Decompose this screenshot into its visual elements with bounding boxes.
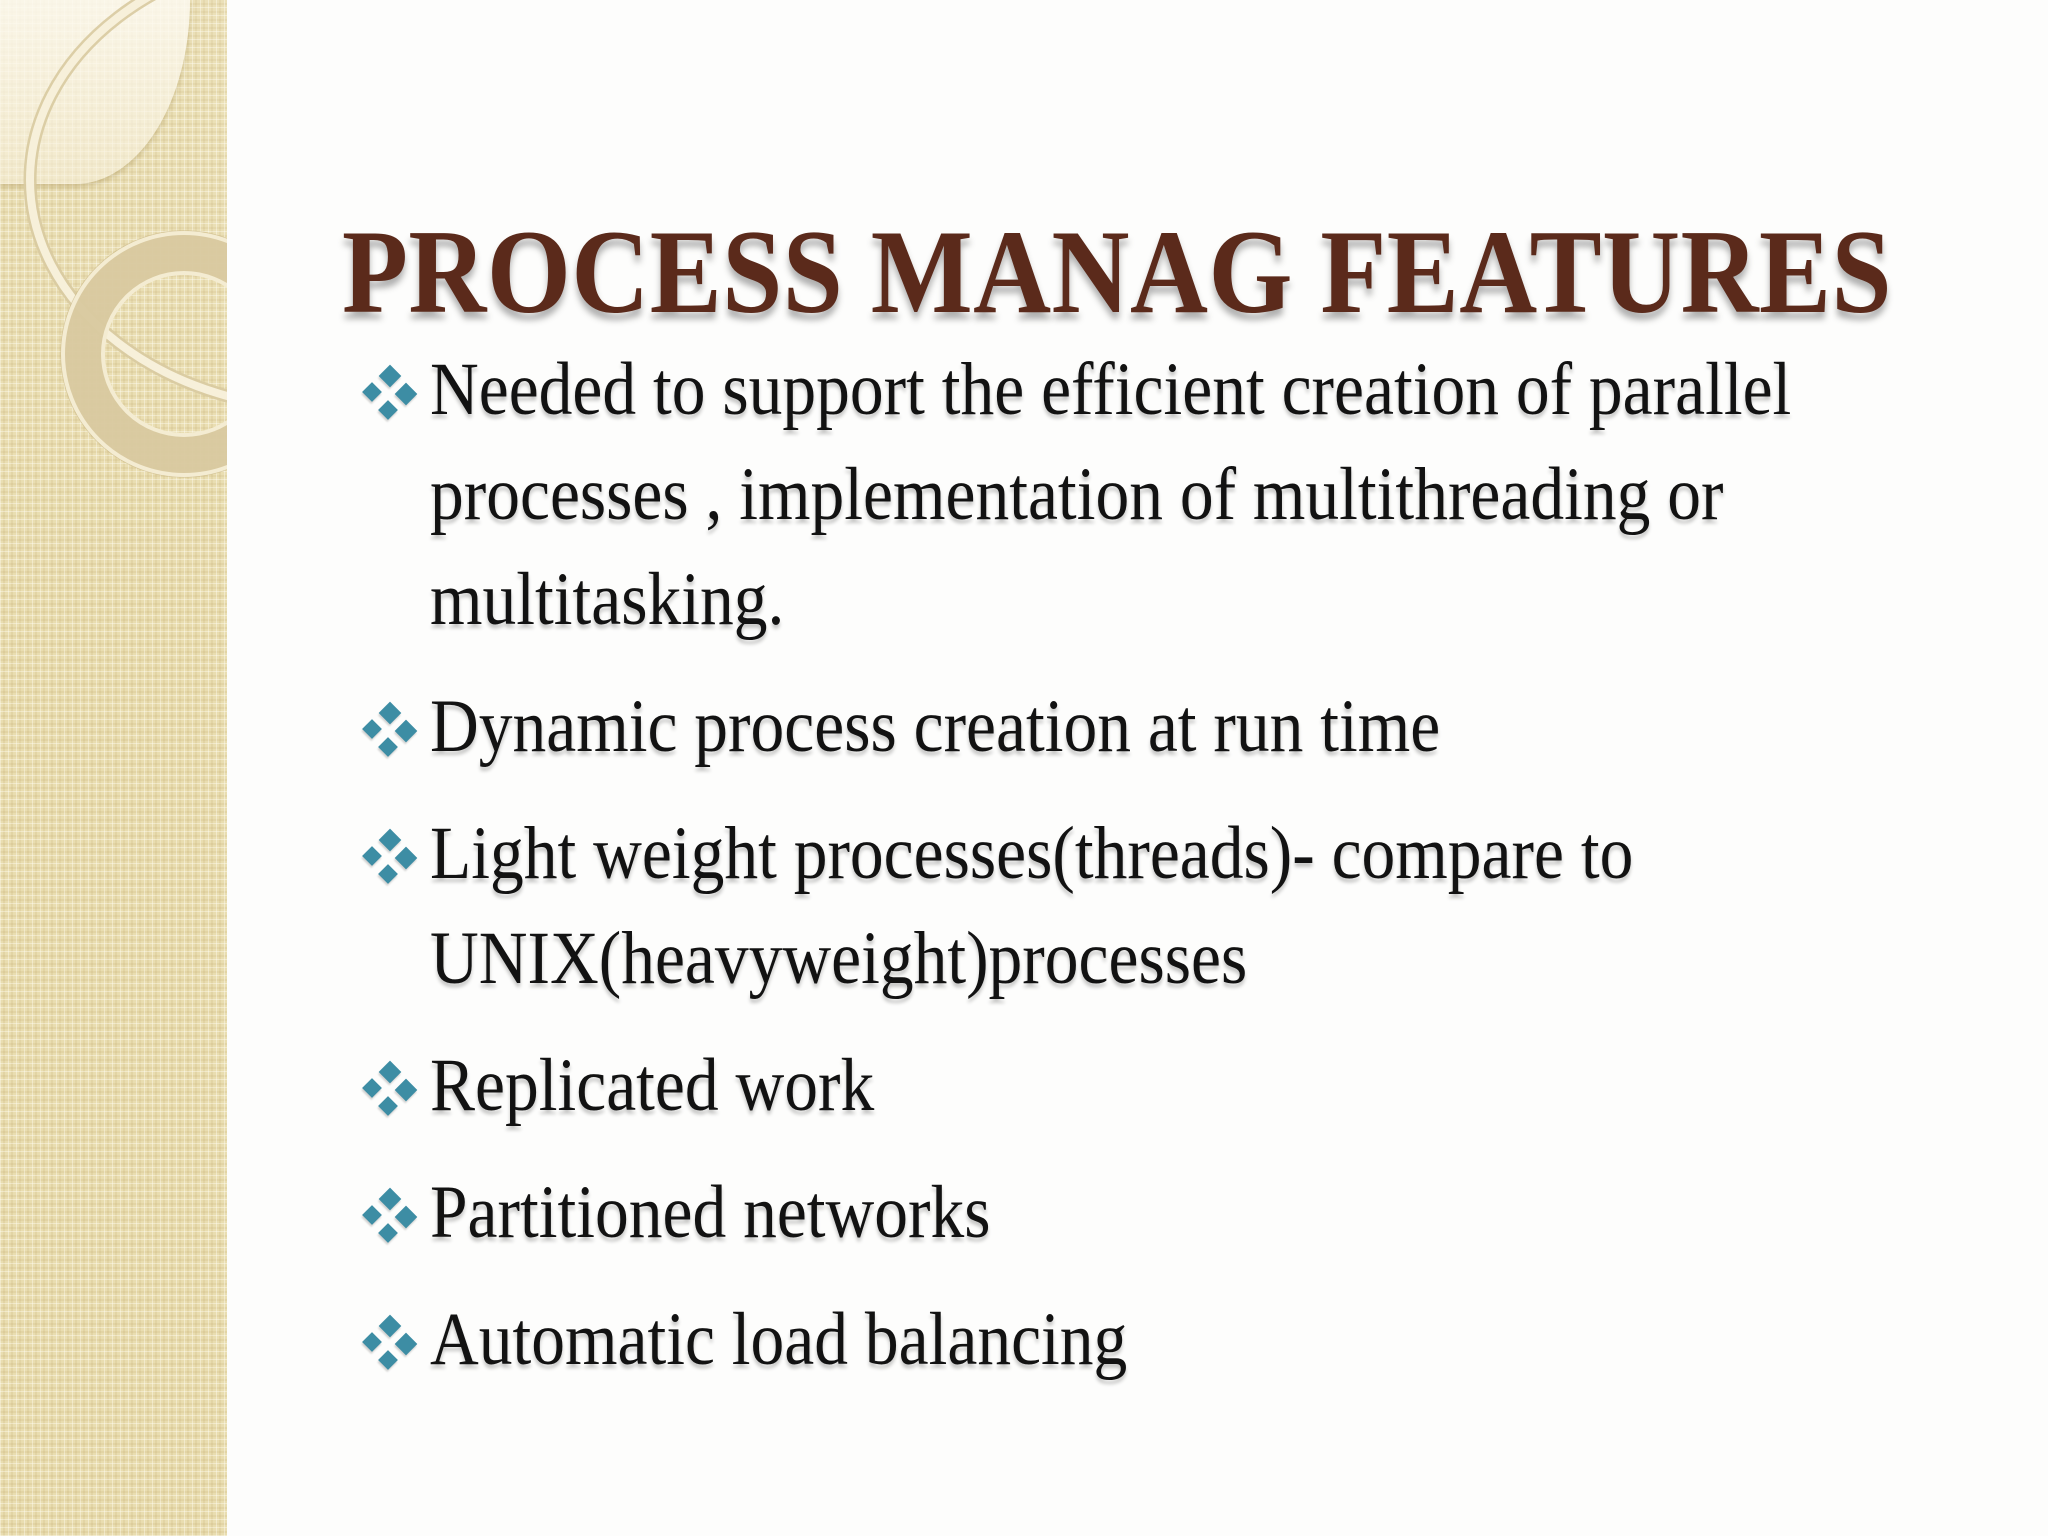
bullet-item: Dynamic process creation at run time [362, 674, 2048, 779]
bullet-item: Replicated work [362, 1033, 2048, 1138]
bullet-item: Needed to support the efficient creation… [362, 337, 2048, 652]
bullet-text: Automatic load balancing [430, 1298, 1128, 1381]
bullet-item: Automatic load balancing [362, 1287, 2048, 1392]
slide-title: PROCESS MANAG FEATURES [342, 205, 1893, 339]
bullet-text: Partitioned networks [430, 1171, 991, 1254]
diamond-bullet-icon [362, 1060, 418, 1116]
diamond-bullet-icon [362, 1187, 418, 1243]
diamond-bullet-icon [362, 828, 418, 884]
bullet-text: Replicated work [430, 1044, 875, 1127]
diamond-bullet-icon [362, 364, 418, 420]
bullet-item: Light weight processes(threads)- compare… [362, 801, 2048, 1011]
bullet-list: Needed to support the efficient creation… [362, 337, 2048, 1414]
diamond-bullet-icon [362, 1314, 418, 1370]
bullet-item: Partitioned networks [362, 1160, 2048, 1265]
bullet-text: Light weight processes(threads)- compare… [430, 812, 1634, 1000]
bullet-text: Needed to support the efficient creation… [430, 348, 1792, 641]
bullet-text: Dynamic process creation at run time [430, 685, 1441, 768]
sidebar-decoration [0, 0, 227, 1536]
diamond-bullet-icon [362, 701, 418, 757]
circle-rings-graphic [23, 0, 227, 478]
